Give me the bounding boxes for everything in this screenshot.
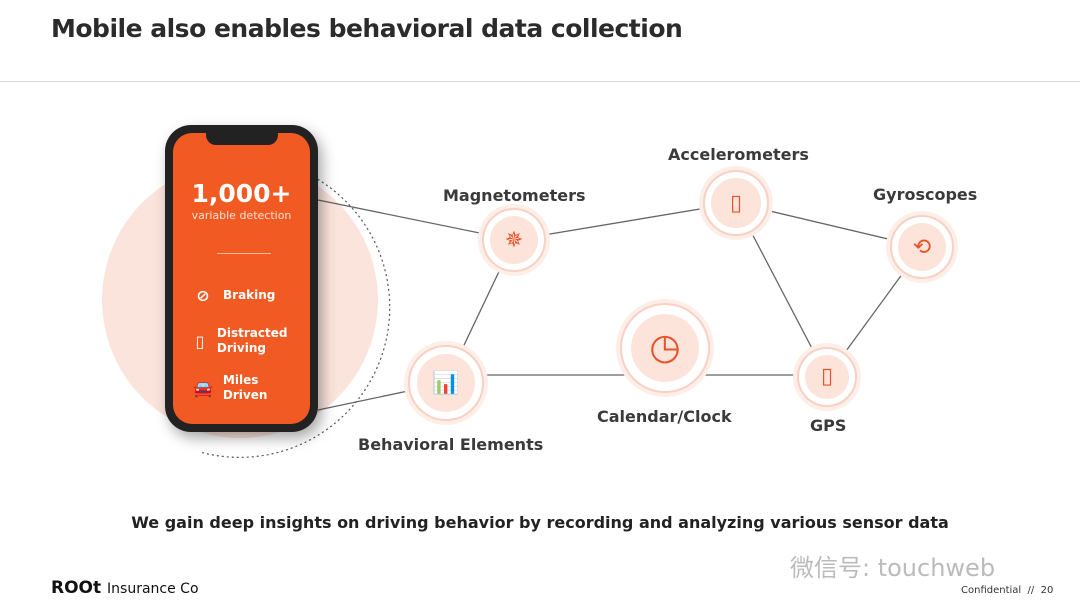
page-title: Mobile also enables behavioral data coll…: [51, 14, 683, 43]
brand: ROOt: [51, 578, 102, 598]
phone-mockup: 1,000+ variable detection ⊘ Braking ▯ Dist…: [165, 125, 318, 432]
calendar-label: Calendar/Clock: [597, 407, 732, 426]
accelerometers-node: ▯: [703, 170, 769, 236]
link-mag-acc: [513, 202, 737, 241]
subline: variable detection: [191, 209, 292, 222]
gyroscopes-node: ⟲: [890, 215, 954, 279]
gyroscopes-label: Gyroscopes: [873, 185, 978, 204]
phone-motion-icon: ▯: [711, 178, 761, 228]
gps-label: GPS: [810, 416, 847, 435]
headline: 1,000+: [191, 179, 292, 208]
magnetometers-label: Magnetometers: [443, 186, 586, 205]
calendar-node: ◷: [620, 303, 710, 393]
confidential-page: Confidential // 20: [961, 585, 1054, 596]
feature-miles: 🚘 Miles Driven: [193, 373, 283, 403]
behavioral-label: Behavioral Elements: [358, 435, 544, 454]
link-phone-mag: [317, 199, 515, 241]
gps-phone-icon: ▯: [804, 354, 850, 400]
clock-icon: ◷: [630, 313, 700, 383]
magnetometers-node: ✵: [482, 208, 546, 272]
compass-icon: ✵: [490, 216, 538, 264]
watermark: 微信号: touchweb: [790, 554, 996, 582]
warning-icon: ⊘: [196, 286, 210, 305]
behavioral-node: 📊: [408, 345, 484, 421]
analytics-icon: 📊: [417, 354, 475, 412]
phone-hand-icon: ▯: [195, 331, 205, 351]
feature-label: Miles Driven: [222, 373, 268, 402]
gps-node: ▯: [797, 347, 857, 407]
feature-distracted: ▯ Distracted Driving: [193, 326, 303, 356]
accelerometers-label: Accelerometers: [668, 145, 809, 164]
car-icon: 🚘: [193, 378, 213, 398]
tagline: We gain deep insights on driving behavio…: [131, 513, 949, 532]
feature-label: Distracted Driving: [216, 326, 288, 355]
footer-logo: ROOt Insurance Co: [51, 578, 199, 598]
divider: [0, 81, 1080, 82]
feature-label: Braking: [223, 288, 276, 302]
company-name: Insurance Co: [107, 581, 199, 597]
rotation-icon: ⟲: [898, 223, 946, 271]
feature-braking: ⊘ Braking: [193, 286, 276, 305]
dashed-arc: [199, 169, 391, 458]
